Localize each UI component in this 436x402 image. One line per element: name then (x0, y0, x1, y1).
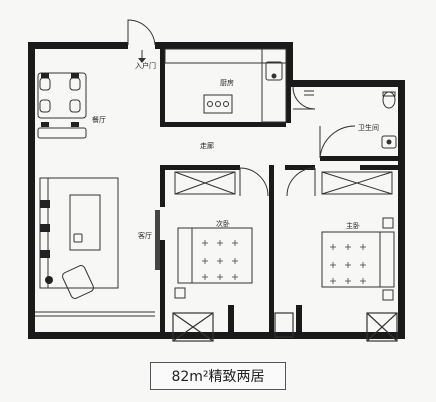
wall-kitchen-left (160, 49, 165, 127)
wall-bed-top-mid (285, 165, 315, 170)
walls (28, 42, 405, 339)
tv-cabinet (155, 210, 160, 270)
bathroom-door (319, 125, 356, 159)
second-bedroom-door (239, 167, 269, 197)
wall-step-vertical (286, 42, 293, 87)
wall-shaft-mid-left (228, 305, 234, 337)
shaft-mid (274, 312, 294, 338)
living-sofa-set (39, 177, 119, 299)
dining-chairs-dark (41, 73, 79, 127)
coffee-table (69, 194, 101, 251)
decor-item-icon (73, 233, 83, 243)
wall-bottom (28, 332, 405, 339)
wardrobe (174, 171, 236, 195)
bed1-pattern (330, 244, 366, 284)
dining-table-2 (37, 127, 87, 139)
label-entrance: 入户门 (135, 61, 156, 70)
sofa-back (39, 177, 49, 289)
living-window (35, 311, 155, 317)
bed2-nightstand (174, 287, 186, 299)
dining-table (37, 72, 87, 119)
toilet-tank (382, 91, 396, 97)
living-dark-items (40, 200, 53, 284)
headboard (379, 231, 395, 288)
label-kitchen: 厨房 (220, 78, 234, 87)
label-living: 客厅 (138, 231, 152, 240)
wall-top-right (155, 42, 290, 49)
shaft-left (172, 312, 214, 342)
wall-bath-top (286, 80, 404, 87)
wall-bed2-left-upper (160, 165, 165, 207)
burner-icon (207, 101, 213, 107)
faucet-icon (271, 73, 277, 79)
wash-basin-icon (381, 135, 397, 149)
wall-bed2-top-left (160, 165, 240, 170)
wall-bath-bottom (320, 156, 405, 161)
bed1-nightstands (382, 217, 394, 301)
counter-right (261, 48, 287, 123)
shaft-right (366, 312, 398, 342)
bathroom-fixtures (381, 91, 397, 149)
second-bedroom-furniture (174, 171, 253, 284)
headboard (177, 227, 193, 284)
entrance-door (127, 19, 156, 46)
wall-left (28, 42, 35, 339)
wall-kitchen-bottom (160, 122, 286, 127)
burner-icon (223, 101, 229, 107)
label-second-bedroom: 次卧 (216, 219, 230, 228)
chair-icon (39, 99, 51, 113)
label-dining: 餐厅 (92, 115, 106, 124)
armchair-icon (62, 265, 94, 299)
utility-door (292, 86, 316, 110)
label-master-bedroom: 主卧 (346, 221, 360, 230)
entrance-arrow-icon (138, 50, 146, 63)
burner-icon (215, 101, 221, 107)
wall-bed1-top-right (360, 165, 405, 170)
wall-bath-left-upper (286, 87, 291, 123)
label-bathroom: 卫生间 (358, 123, 379, 132)
utility-lines (304, 90, 314, 96)
wall-shaft-mid-right (296, 305, 302, 337)
wall-bed2-left-lower (160, 240, 165, 337)
stove-icon (203, 94, 233, 114)
wall-top-left (28, 42, 128, 49)
wall-bed-divider (269, 165, 274, 335)
wardrobe (321, 171, 393, 195)
kitchen-counter (164, 48, 287, 123)
wall-right (398, 80, 405, 335)
master-bedroom-door (286, 167, 316, 197)
master-bedroom-furniture (321, 171, 395, 288)
bottom-shafts (172, 312, 398, 342)
bed2-pattern (202, 240, 238, 280)
sink-icon (265, 61, 283, 81)
plan-title: 82m²精致两居 (150, 362, 286, 390)
chair-icon (69, 99, 81, 113)
label-corridor: 走廊 (200, 141, 214, 150)
